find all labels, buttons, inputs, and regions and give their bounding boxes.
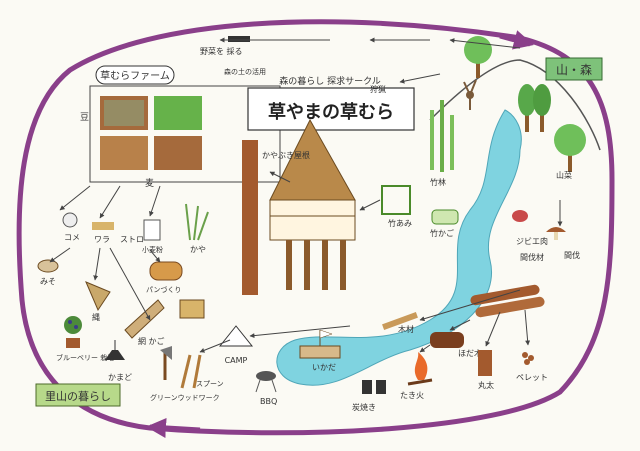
fire-icon bbox=[407, 352, 433, 386]
straw-label: ストロー bbox=[120, 235, 152, 244]
flow-arrows bbox=[49, 37, 563, 353]
ring-arrow-bottom bbox=[146, 417, 201, 438]
farm-fields bbox=[100, 96, 202, 170]
bamboo-label: 竹林 bbox=[430, 177, 446, 187]
axe-icon bbox=[160, 346, 172, 380]
tool-icon bbox=[228, 36, 250, 42]
bamboo-icon bbox=[430, 100, 454, 172]
camp-label: CAMP bbox=[225, 356, 248, 365]
hut-icon bbox=[242, 118, 356, 295]
rice-icon bbox=[62, 212, 78, 228]
bbq-icon bbox=[255, 371, 277, 393]
lumber-icon bbox=[382, 312, 418, 330]
basket-icon bbox=[179, 299, 205, 319]
rope-icon bbox=[85, 281, 111, 312]
logs-label: 間伐材 bbox=[520, 252, 544, 262]
miso-label: みそ bbox=[40, 277, 56, 286]
spoon-label: スプーン bbox=[196, 380, 224, 388]
farm-box bbox=[89, 85, 281, 183]
kanbatsu-label: 間伐 bbox=[564, 250, 580, 260]
pellet-icon bbox=[522, 352, 534, 365]
title-box: 森の暮らし 探求サークル 草やまの草むら bbox=[247, 75, 415, 131]
pan-label: パンづくり bbox=[146, 285, 181, 294]
ring-arrow-top bbox=[499, 30, 534, 50]
river bbox=[276, 109, 522, 386]
tree-icon bbox=[518, 84, 536, 132]
raft-label: いかだ bbox=[312, 363, 336, 372]
blueberry-label: ブルーベリー 栽培 bbox=[56, 353, 114, 362]
farm-top-label: 野菜を 採る bbox=[200, 46, 243, 56]
mountain-badge-text: 山・森 bbox=[556, 62, 592, 77]
farm-item1: 豆 bbox=[80, 112, 89, 123]
cycle-ring bbox=[16, 19, 615, 436]
farm-item2: 麦 bbox=[145, 177, 154, 189]
log-icon bbox=[430, 332, 464, 348]
spoon-icon bbox=[180, 354, 202, 389]
farm-badge: 草むらファーム bbox=[95, 65, 175, 85]
wara-label: ワラ bbox=[94, 235, 110, 244]
marutake-label: 丸太 bbox=[478, 380, 494, 390]
lamp-icon bbox=[105, 340, 125, 360]
tree-icon bbox=[533, 84, 551, 132]
miso-icon bbox=[37, 259, 59, 273]
mountain-badge: 山・森 bbox=[545, 57, 603, 81]
blueberry-icon bbox=[64, 316, 82, 348]
title-main: 草やまの草むら bbox=[268, 101, 394, 123]
basket-icon bbox=[431, 209, 459, 225]
village-badge: 里山の暮らし bbox=[35, 383, 121, 407]
net-basket-icon bbox=[124, 299, 165, 339]
hunting-label: 狩猟 bbox=[370, 84, 386, 94]
log-icon bbox=[478, 350, 492, 376]
flour-bag-icon bbox=[143, 219, 161, 241]
kome-label: コメ bbox=[64, 233, 80, 242]
title-subtitle: 森の暮らし 探求サークル bbox=[279, 75, 381, 87]
rope-label: 縄 bbox=[92, 313, 100, 322]
weave-label: 竹あみ bbox=[388, 218, 412, 228]
kamado-label: かまど bbox=[108, 373, 132, 382]
tree-icon bbox=[554, 124, 586, 172]
basket-label: 竹かご bbox=[430, 228, 454, 238]
bamboo-weave bbox=[381, 185, 411, 215]
top-center-label: 森の土の活用 bbox=[224, 67, 266, 76]
tent-icon bbox=[218, 325, 254, 347]
raft-icon bbox=[299, 329, 341, 359]
hut-label: かやぶき屋根 bbox=[262, 150, 310, 160]
ami-label: 網 かご bbox=[138, 336, 165, 346]
straw-bundle-icon bbox=[92, 222, 114, 230]
bbq-label: BBQ bbox=[260, 397, 277, 406]
flour-label: 小麦粉 bbox=[142, 245, 163, 254]
kinoko-label: ほだ木 bbox=[458, 348, 482, 358]
takibi-label: たき火 bbox=[400, 391, 424, 400]
mountain bbox=[429, 59, 601, 151]
mushroom-icon bbox=[546, 227, 566, 240]
greenwood-label: グリーンウッドワーク bbox=[150, 393, 220, 402]
tree-icon bbox=[464, 36, 492, 78]
kaya-label: かや bbox=[190, 245, 206, 254]
kiln-icon bbox=[362, 380, 386, 394]
sumi-label: 炭焼き bbox=[352, 403, 376, 412]
wildveg-label: 山菜 bbox=[556, 170, 572, 180]
grass-icon bbox=[185, 203, 209, 241]
niku-label: ジビエ肉 bbox=[516, 236, 548, 246]
meat-icon bbox=[512, 210, 528, 222]
bread-icon bbox=[149, 261, 183, 281]
farm-badge-text: 草むらファーム bbox=[100, 70, 170, 82]
pellet-label: ペレット bbox=[516, 373, 548, 382]
wood-label: 木材 bbox=[398, 324, 414, 334]
deer-icon bbox=[463, 79, 477, 110]
village-badge-text: 里山の暮らし bbox=[45, 389, 111, 403]
